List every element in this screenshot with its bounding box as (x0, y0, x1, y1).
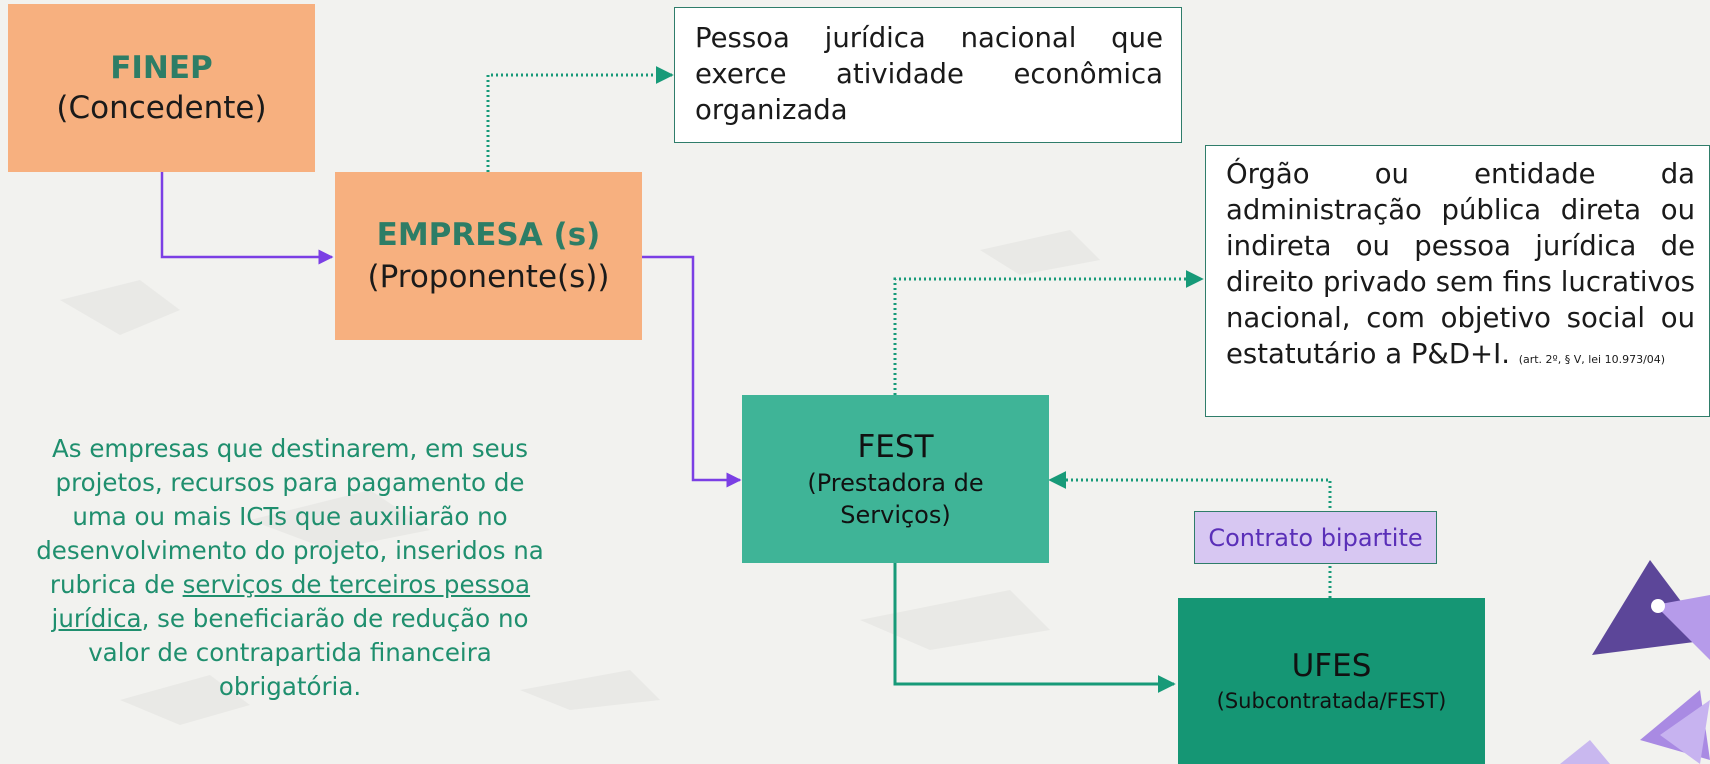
empresa-box: EMPRESA (s) (Proponente(s)) (335, 172, 642, 340)
note-fest-definition: Órgão ou entidade da administração públi… (1205, 145, 1710, 417)
finep-box: FINEP (Concedente) (8, 4, 315, 172)
fest-subtitle-line2: Serviços) (840, 501, 951, 529)
ufes-title: UFES (1291, 648, 1372, 684)
empresa-subtitle: (Proponente(s)) (367, 259, 610, 295)
contract-bipartite-tag: Contrato bipartite (1194, 511, 1437, 564)
note-empresa-definition: Pessoa jurídica nacional que exerce ativ… (674, 7, 1182, 143)
contract-bipartite-label: Contrato bipartite (1208, 523, 1423, 552)
finep-subtitle: (Concedente) (56, 90, 267, 126)
ufes-box: UFES (Subcontratada/FEST) (1178, 598, 1485, 764)
side-note-part1: As empresas que destinarem, em seus proj… (36, 434, 544, 599)
finep-title: FINEP (110, 50, 213, 86)
fest-box: FEST (Prestadora de Serviços) (742, 395, 1049, 563)
side-note: As empresas que destinarem, em seus proj… (30, 432, 550, 704)
ufes-subtitle: (Subcontratada/FEST) (1216, 689, 1447, 713)
note-fest-citation: (art. 2º, § V, lei 10.973/04) (1518, 353, 1666, 366)
fest-title: FEST (857, 429, 934, 465)
empresa-title: EMPRESA (s) (376, 217, 601, 253)
side-note-part2: , se beneficiarão de redução no valor de… (88, 604, 529, 701)
side-note-underlined: serviços de terceiros pessoa jurídica (51, 570, 531, 633)
note-empresa-text: Pessoa jurídica nacional que exerce ativ… (695, 22, 1163, 126)
decorative-triangles (1560, 560, 1710, 764)
note-fest-text: Órgão ou entidade da administração públi… (1226, 158, 1695, 370)
fest-subtitle-line1: (Prestadora de (807, 469, 984, 497)
